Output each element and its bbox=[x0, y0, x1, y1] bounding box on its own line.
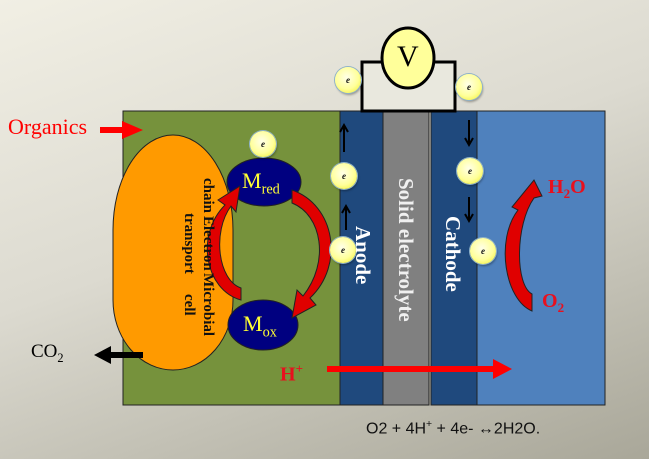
equation-part1: O2 + 4H bbox=[366, 420, 427, 438]
h2o-h: H bbox=[548, 176, 564, 198]
mediator-reduced bbox=[226, 157, 302, 207]
m-ox-label: Mox bbox=[243, 311, 277, 341]
co2-label: CO2 bbox=[31, 341, 64, 366]
m-ox-subscript: ox bbox=[262, 324, 277, 341]
electrolyte-label: Solid electrolyte bbox=[394, 178, 418, 322]
cathode-equation: O2 + 4H+ + 4e- ↔2H2O. bbox=[366, 419, 540, 438]
microbial-cell-line1: Microbial cell bbox=[181, 273, 216, 337]
organics-arrow-head bbox=[122, 121, 143, 139]
electron-icon: e bbox=[335, 67, 361, 93]
m-red-subscript: red bbox=[261, 181, 280, 198]
microbial-cell-line3: chain bbox=[200, 177, 216, 213]
reaction-arrow bbox=[504, 179, 543, 312]
proton-superscript: + bbox=[295, 361, 303, 376]
microbial-cell-line2: Electron transport bbox=[181, 212, 216, 274]
h2o-subscript: 2 bbox=[563, 186, 571, 201]
co2-subscript: 2 bbox=[57, 350, 64, 365]
electron-icon: e bbox=[331, 163, 357, 189]
equation-part2: + 4e- ↔2H2O. bbox=[432, 420, 541, 438]
m-ox-text: M bbox=[243, 311, 263, 336]
anode-electron-arrows bbox=[339, 122, 351, 230]
equation-superscript: + bbox=[426, 419, 433, 430]
m-red-text: M bbox=[242, 168, 262, 193]
organics-arrow-shaft bbox=[100, 127, 122, 133]
proton-arrow-shaft bbox=[327, 366, 495, 372]
m-red-label: Mred bbox=[242, 168, 280, 198]
anode-label: Anode bbox=[351, 226, 375, 285]
microbial-cell bbox=[112, 134, 234, 371]
h2o-o: O bbox=[570, 176, 586, 198]
co2-arrow-shaft bbox=[108, 352, 143, 358]
o2-label: O2 bbox=[542, 290, 564, 316]
voltmeter-label: V bbox=[397, 40, 419, 73]
electron-icon: e bbox=[457, 158, 483, 184]
o2-text: O bbox=[542, 290, 558, 312]
proton-text: H bbox=[280, 363, 296, 386]
co2-arrow-head bbox=[94, 346, 111, 364]
electron-icon: e bbox=[456, 74, 482, 100]
o2-subscript: 2 bbox=[557, 300, 565, 315]
proton-label: H+ bbox=[280, 361, 303, 387]
electron-icon: e bbox=[250, 131, 276, 157]
electron-icon: e bbox=[330, 237, 356, 263]
microbial-cell-label: Microbial cell Electron transport chain bbox=[137, 178, 217, 337]
voltmeter-icon bbox=[380, 26, 436, 90]
co2-text: CO bbox=[31, 341, 58, 362]
curved-arrow-left bbox=[206, 184, 242, 301]
proton-arrow-head bbox=[493, 359, 512, 379]
cathode-chamber bbox=[476, 110, 606, 406]
cathode-electron-arrows bbox=[464, 120, 474, 224]
cathode-label: Cathode bbox=[441, 216, 465, 292]
electron-icon: e bbox=[470, 238, 496, 264]
curved-arrow-right bbox=[291, 189, 332, 319]
h2o-label: H2O bbox=[548, 176, 586, 202]
mediator-oxidized bbox=[227, 299, 299, 351]
organics-label: Organics bbox=[8, 114, 88, 139]
